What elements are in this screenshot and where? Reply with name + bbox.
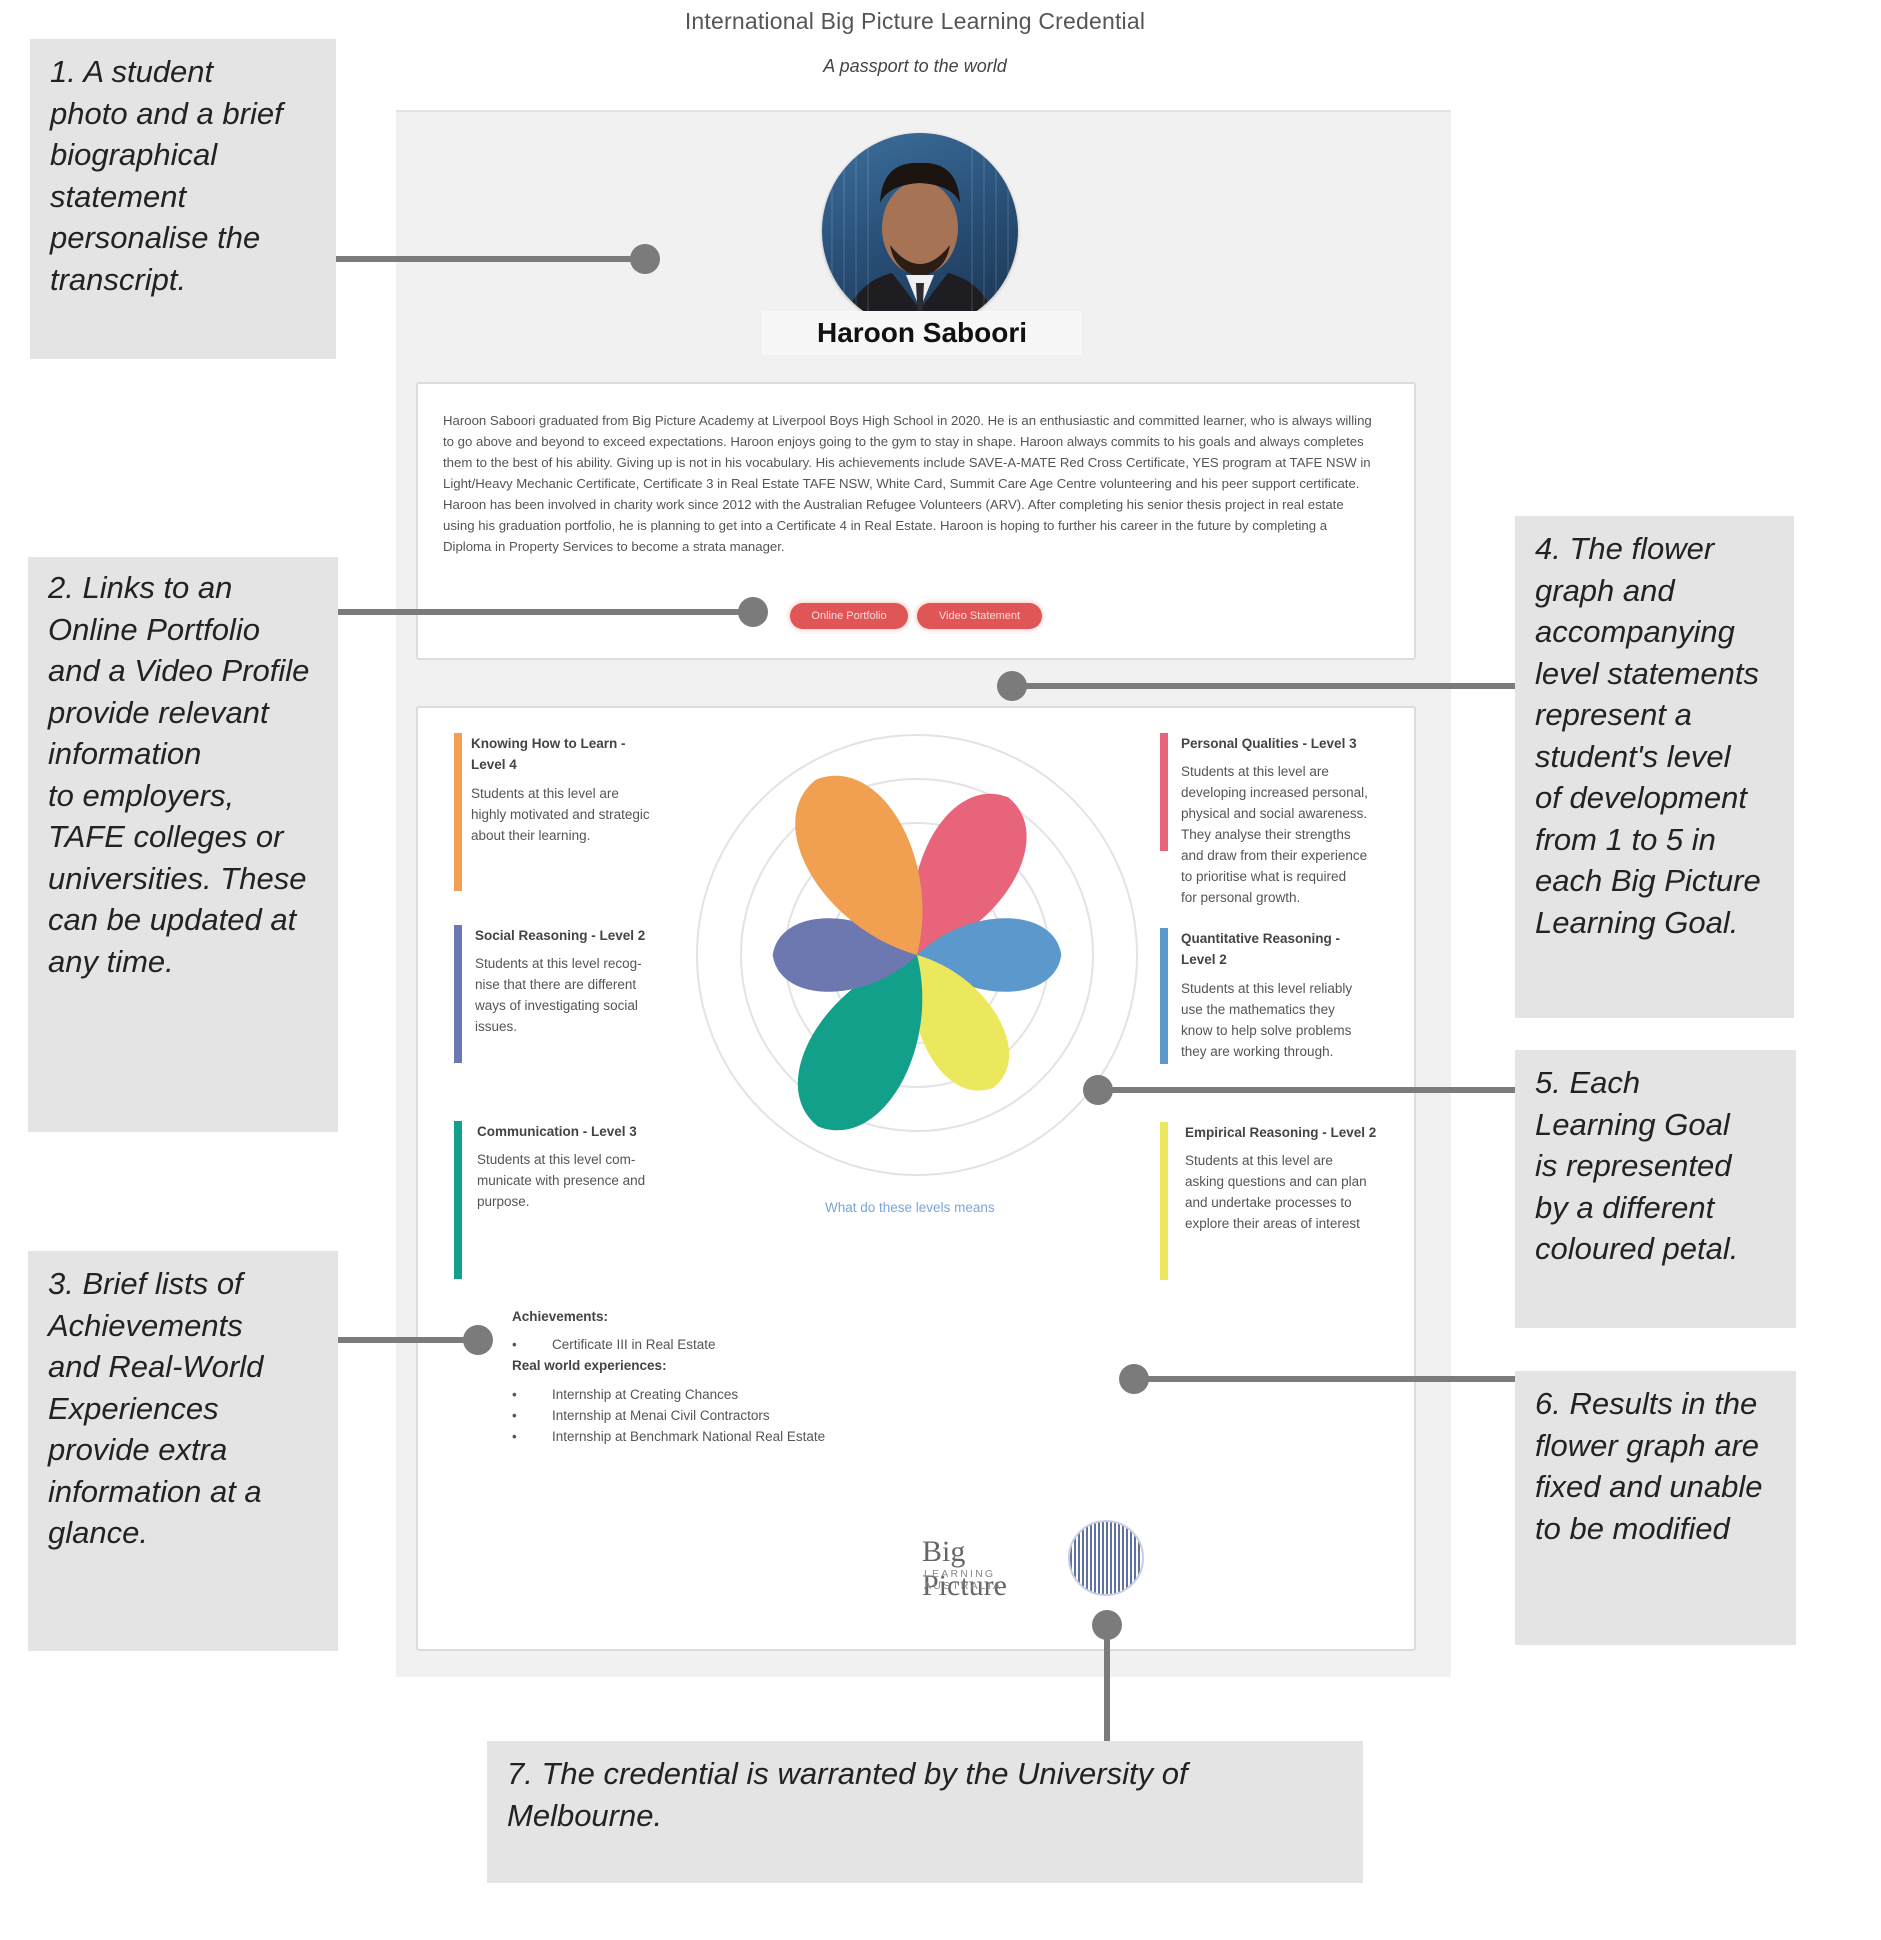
university-seal-icon [1068, 1520, 1144, 1596]
connector-line-2 [338, 609, 756, 615]
goal-title: Social Reasoning - Level 2 [475, 928, 646, 943]
connector-knob-7 [1092, 1610, 1122, 1640]
video-statement-button[interactable]: Video Statement [917, 603, 1042, 629]
connector-line-3 [338, 1337, 478, 1343]
bio-statement: Haroon Saboori graduated from Big Pictur… [443, 413, 1372, 554]
achievements-heading: Achievements: [512, 1309, 609, 1324]
real-world-item: •Internship at Menai Civil Contractors [512, 1408, 770, 1423]
connector-knob-3 [463, 1325, 493, 1355]
connector-knob-2 [738, 597, 768, 627]
big-picture-logo: Big Picture LEARNING AUSTRALIA [922, 1535, 1007, 1602]
goal-description: Students at this level recog-nise that t… [475, 956, 642, 1034]
petal-empirical [912, 955, 1010, 1091]
goal-description: Students at this level com-municate with… [477, 1152, 646, 1209]
levels-info-link[interactable]: What do these levels means [825, 1200, 995, 1215]
goal-color-bar [1160, 1122, 1168, 1280]
goal-title: Knowing How to Learn -Level 4 [471, 736, 626, 772]
goal-title: Personal Qualities - Level 3 [1181, 736, 1357, 751]
page-title: International Big Picture Learning Crede… [684, 8, 1146, 34]
petal-personal [912, 793, 1027, 955]
connector-line-4 [1012, 683, 1515, 689]
goal-color-bar [454, 1121, 462, 1279]
goal-quantitative-reasoning: Quantitative Reasoning -Level 2 Students… [1160, 928, 1400, 1068]
goal-color-bar [454, 733, 462, 891]
petal-comm [798, 955, 923, 1131]
flower-graph [696, 734, 1138, 1176]
goal-empirical-reasoning: Empirical Reasoning - Level 2 Students a… [1160, 1122, 1400, 1282]
goal-communication: Communication - Level 3 Students at this… [454, 1121, 684, 1281]
online-portfolio-button[interactable]: Online Portfolio [790, 603, 908, 629]
goal-social-reasoning: Social Reasoning - Level 2 Students at t… [454, 925, 684, 1065]
callout-7: 7. The credential is warranted by the Un… [487, 1741, 1363, 1883]
connector-line-6 [1134, 1376, 1515, 1382]
connector-knob-6 [1119, 1364, 1149, 1394]
goal-title: Quantitative Reasoning -Level 2 [1181, 931, 1341, 967]
goal-knowing-how-to-learn: Knowing How to Learn -Level 4 Students a… [454, 733, 684, 893]
real-world-heading: Real world experiences: [512, 1358, 667, 1373]
real-world-item: •Internship at Benchmark National Real E… [512, 1429, 826, 1444]
connector-line-1 [336, 256, 646, 262]
goal-color-bar [1160, 928, 1168, 1064]
goal-color-bar [1160, 733, 1168, 851]
goal-title: Empirical Reasoning - Level 2 [1185, 1125, 1377, 1140]
petal-knowing [795, 775, 923, 955]
page-subtitle: A passport to the world [823, 56, 1007, 76]
real-world-item: •Internship at Creating Chances [512, 1387, 739, 1402]
connector-knob-1 [630, 244, 660, 274]
connector-knob-4 [997, 671, 1027, 701]
goal-title: Communication - Level 3 [477, 1124, 637, 1139]
goal-personal-qualities: Personal Qualities - Level 3 Students at… [1160, 733, 1400, 913]
student-name: Haroon Saboori [762, 311, 1082, 355]
student-photo [822, 133, 1018, 329]
connector-line-7 [1104, 1624, 1110, 1741]
connector-line-5 [1098, 1087, 1515, 1093]
achievement-item: •Certificate III in Real Estate [512, 1337, 716, 1352]
connector-knob-5 [1083, 1075, 1113, 1105]
goal-color-bar [454, 925, 462, 1063]
